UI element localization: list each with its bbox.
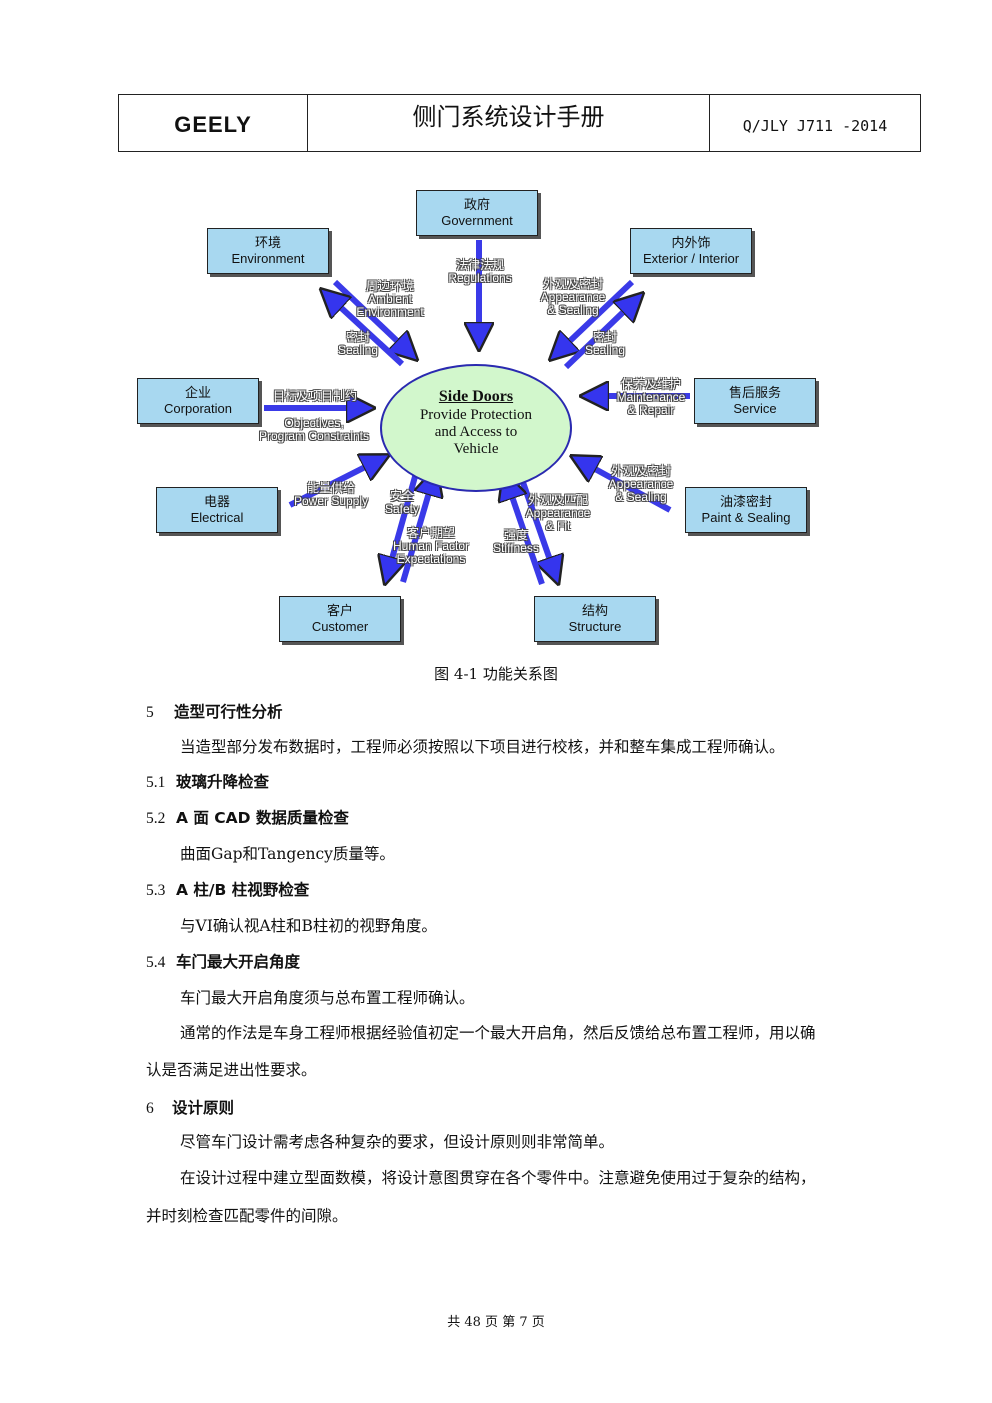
section-5-3-number: 5.3 [146,882,166,899]
section-5-title: 造型可行性分析 [174,703,283,721]
section-6-text-2a: 在设计过程中建立型面数模，将设计意图贯穿在各个零件中。注意避免使用过于复杂的结构… [180,1169,816,1187]
section-6-text-1: 尽管车门设计需考虑各种复杂的要求，但设计原则则非常简单。 [180,1133,615,1151]
section-5-4-text-1: 车门最大开启角度须与总布置工程师确认。 [180,989,475,1007]
section-6-heading: 6 设计原则 [146,1096,234,1118]
node-exterior-en: Exterior / Interior [642,251,740,266]
center-line-3: Vehicle [453,441,499,457]
section-5-1-number: 5.1 [146,774,166,791]
section-5-number: 5 [146,704,154,721]
section-5-1-title: 玻璃升降检查 [176,773,270,791]
node-government-zh: 政府 [463,197,490,212]
label-human-factor: 客户期望 Human Factor Expectations [392,526,470,566]
center-line-1: Provide Protection [419,407,533,423]
arrow-sealing-right [563,296,640,370]
label-regulations: 法律法规 Regulations [448,258,512,285]
company-logo: GEELY [119,95,308,151]
node-corporation-en: Corporation [164,401,232,416]
node-environment-en: Environment [231,251,305,266]
section-5-2-title: A 面 CAD 数据质量检查 [176,809,349,827]
document-code: Q/JLY J711 -2014 [742,117,888,135]
center-line-2: and Access to [434,424,518,440]
section-6-title: 设计原则 [172,1099,235,1117]
section-5-text: 当造型部分发布数据时，工程师必须按照以下项目进行校核，并和整车集成工程师确认。 [180,738,785,756]
section-6-number: 6 [146,1100,154,1117]
section-5-2-number: 5.2 [146,810,166,827]
section-5-1-heading: 5.1 玻璃升降检查 [146,770,269,792]
label-sealing-left: 密封 Sealing [337,330,379,357]
section-5-heading: 5 造型可行性分析 [146,700,283,722]
node-electrical-en: Electrical [190,510,244,525]
section-5-3-title: A 柱/B 柱视野检查 [176,881,310,899]
node-service: 售后服务 Service [694,378,816,424]
section-6-text-2b: 并时刻检查匹配零件的间隙。 [146,1207,348,1225]
node-paint-sealing: 油漆密封 Paint & Sealing [685,487,807,533]
node-structure: 结构 Structure [534,596,656,642]
node-structure-en: Structure [568,619,622,634]
section-5-4-text-2b: 认是否满足进出性要求。 [146,1061,317,1079]
node-paint-en: Paint & Sealing [701,510,791,525]
section-5-2-text: 曲面Gap和Tangency质量等。 [180,845,395,863]
arrow-sealing-left [324,292,405,367]
label-stiffness: 强度 Stiffness [493,528,539,555]
node-environment: 环境 Environment [207,228,329,274]
node-customer-en: Customer [311,619,369,634]
node-customer-zh: 客户 [326,603,353,618]
label-safety: 安全 Safety [384,489,420,516]
node-electrical-zh: 电器 [203,494,230,509]
node-paint-zh: 油漆密封 [719,494,772,509]
node-government: 政府 Government [416,190,538,236]
node-environment-zh: 环境 [254,235,281,250]
document-header: GEELY 侧门系统设计手册 Q/JLY J711 -2014 [118,94,921,152]
node-customer: 客户 Customer [279,596,401,642]
node-corporation-zh: 企业 [184,385,211,400]
function-relationship-diagram: 政府 Government 环境 Environment 内外饰 Exterio… [0,180,992,660]
node-exterior-interior: 内外饰 Exterior / Interior [630,228,752,274]
label-power-supply: 能量供给 Power Supply [293,481,369,508]
section-5-4-heading: 5.4 车门最大开启角度 [146,950,300,972]
diagram-arrows [264,240,690,660]
arrow-safety [386,465,421,580]
node-service-en: Service [733,401,777,416]
section-5-4-title: 车门最大开启角度 [176,953,301,971]
label-objectives-zh: 目标及项目制约 [272,389,358,403]
label-ambient-environment: 周边环境 Ambient Environment [356,279,424,319]
center-side-doors: Side Doors Provide Protection and Access… [380,364,572,492]
node-service-zh: 售后服务 [728,385,781,400]
arrow-appearance-sealing-right [575,458,672,513]
arrow-stiffness [505,476,545,585]
section-5-4-text-2a: 通常的作法是车身工程师根据经验值初定一个最大开启角，然后反馈给总布置工程师，用以… [180,1024,816,1042]
figure-caption: 图 4-1 功能关系图 [434,665,558,683]
node-corporation: 企业 Corporation [137,378,259,424]
center-title: Side Doors [438,388,514,405]
section-5-4-number: 5.4 [146,954,166,971]
label-sealing-right: 密封 Sealing [584,330,626,357]
section-5-3-heading: 5.3 A 柱/B 柱视野检查 [146,878,309,900]
section-5-3-text: 与VI确认视A柱和B柱初的视野角度。 [180,917,437,935]
section-5-2-heading: 5.2 A 面 CAD 数据质量检查 [146,806,349,828]
node-exterior-zh: 内外饰 [671,235,711,250]
node-electrical: 电器 Electrical [156,487,278,533]
node-structure-zh: 结构 [581,603,608,618]
label-appearance-fit: 外观及匹配 Appearance & Fit [525,493,591,533]
document-title: 侧门系统设计手册 [308,95,710,151]
page-footer: 共 48 页 第 7 页 [447,1315,545,1330]
label-objectives-en: Objectives, Program Constraints [258,416,370,443]
label-appearance-sealing-right: 外观及密封 Appearance & Sealing [608,464,674,504]
label-maintenance-repair: 保养及维护 Maintenance & Repair [616,377,686,417]
arrow-power-supply [288,457,385,508]
label-appearance-sealing-top: 外观及密封 Appearance & Sealing [540,277,606,317]
node-government-en: Government [441,213,513,228]
arrow-human-factor [400,472,435,583]
